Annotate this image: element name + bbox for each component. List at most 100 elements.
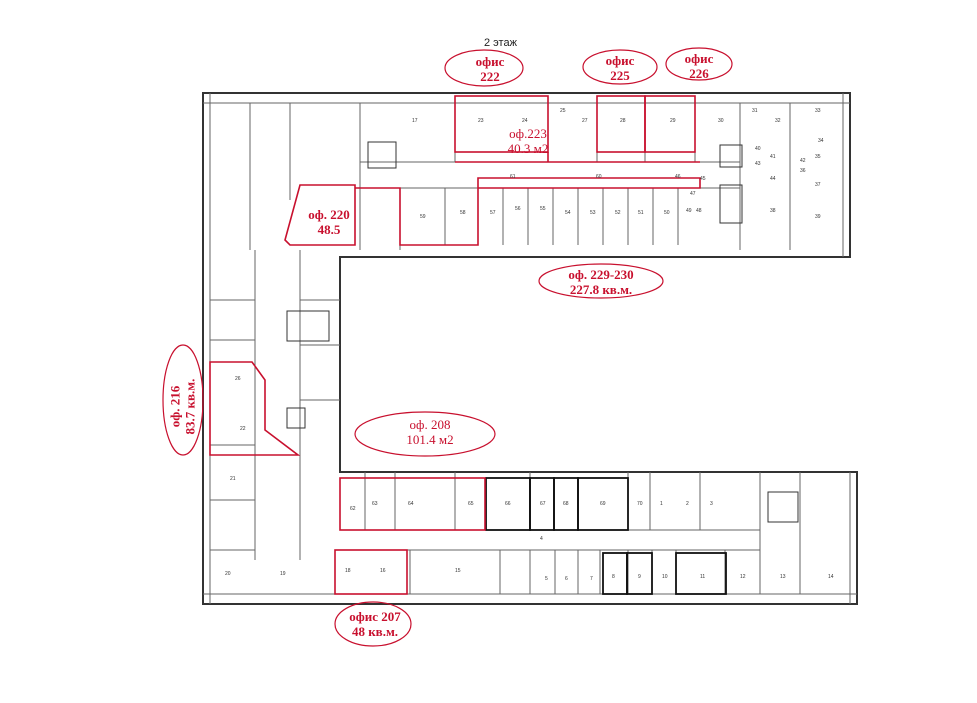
- office-223-label: оф.223 40.3 м2: [498, 126, 558, 156]
- room-number: 29: [670, 118, 676, 124]
- outer-walls: [202, 92, 858, 605]
- office-207-label: офис 207 48 кв.м.: [337, 609, 413, 639]
- room-number: 22: [240, 426, 246, 432]
- office-216-label: оф. 216 83.7 кв.м.: [167, 337, 197, 477]
- room-number: 2: [686, 501, 689, 507]
- office-223-outline: [454, 95, 549, 153]
- room-number: 26: [235, 376, 241, 382]
- office-216-outline: [209, 361, 301, 456]
- room-number: 57: [490, 210, 496, 216]
- room-number: 59: [420, 214, 426, 220]
- room-number: 50: [664, 210, 670, 216]
- room-number: 11: [700, 574, 705, 580]
- room-number: 38: [770, 208, 776, 214]
- room-number: 3: [710, 501, 713, 507]
- office-208-line1: оф. 208: [409, 417, 451, 432]
- highlighted-offices: [209, 95, 701, 595]
- room-number: 9: [638, 574, 641, 580]
- room-number: 37: [815, 182, 821, 188]
- room-number: 4: [540, 536, 543, 542]
- room-number: 43: [755, 161, 761, 167]
- room-number: 47: [690, 191, 696, 197]
- office-229-230-label: оф. 229-230 227.8 кв.м.: [540, 267, 662, 297]
- room-number: 20: [225, 571, 231, 577]
- office-222-label: офис 222: [455, 54, 525, 84]
- room-number: 44: [770, 176, 776, 182]
- office-207-line2: 48 кв.м.: [351, 623, 399, 639]
- office-216-line2: 83.7 кв.м.: [182, 378, 197, 435]
- stairs: [286, 141, 799, 523]
- office-226-line2: 226: [689, 65, 709, 81]
- room-number: 69: [600, 501, 606, 507]
- office-207-line1: офис 207: [349, 609, 401, 624]
- room-numbers: 17 23 24 25 27 28 29 30 31 32 33 34 35 3…: [225, 108, 834, 582]
- room-number: 62: [350, 506, 356, 512]
- office-223-line2: 40.3 м2: [507, 140, 549, 156]
- room-number: 6: [565, 576, 568, 582]
- room-number: 7: [590, 576, 593, 582]
- room-number: 30: [718, 118, 724, 124]
- office-220-outline: [284, 184, 356, 246]
- room-number: 53: [590, 210, 596, 216]
- room-number: 18: [345, 568, 351, 574]
- office-223-line1: оф.223: [509, 126, 547, 141]
- room-number: 41: [770, 154, 776, 160]
- room-number: 10: [662, 574, 668, 580]
- room-number: 15: [455, 568, 461, 574]
- room-number: 40: [755, 146, 761, 152]
- room-number: 25: [560, 108, 566, 114]
- room-number: 39: [815, 214, 821, 220]
- room-number: 23: [478, 118, 484, 124]
- room-number: 42: [800, 158, 806, 164]
- room-number: 16: [380, 568, 386, 574]
- office-220-line2: 48.5: [317, 221, 341, 237]
- room-number: 60: [596, 174, 602, 180]
- room-number: 58: [460, 210, 466, 216]
- office-220-line1: оф. 220: [308, 207, 350, 222]
- office-225-label: офис 225: [584, 53, 656, 83]
- room-number: 68: [563, 501, 569, 507]
- floor-title: 2 этаж: [484, 37, 517, 49]
- room-number: 63: [372, 501, 378, 507]
- room-number: 19: [280, 571, 286, 577]
- room-number: 13: [780, 574, 786, 580]
- room-number: 21: [230, 476, 236, 482]
- room-number: 67: [540, 501, 546, 507]
- room-number: 49: [686, 208, 692, 214]
- room-number: 24: [522, 118, 528, 124]
- office-208-line2: 101.4 м2: [406, 431, 454, 447]
- room-number: 54: [565, 210, 571, 216]
- office-208-outline: [339, 477, 486, 531]
- room-number: 1: [660, 501, 663, 507]
- office-226-outline: [644, 95, 696, 153]
- office-226-label: офис 226: [668, 51, 730, 81]
- room-number: 51: [638, 210, 644, 216]
- office-208-label: оф. 208 101.4 м2: [380, 417, 480, 447]
- room-number: 31: [752, 108, 758, 114]
- room-number: 56: [515, 206, 521, 212]
- room-number: 66: [505, 501, 511, 507]
- room-number: 52: [615, 210, 621, 216]
- office-222-line2: 222: [480, 68, 500, 84]
- office-229-outline: [355, 177, 701, 246]
- dark-offices: [485, 477, 727, 595]
- room-number: 55: [540, 206, 546, 212]
- office-220-label: оф. 220 48.5: [300, 207, 358, 237]
- office-225-line1: офис: [605, 53, 635, 68]
- room-number: 48: [696, 208, 702, 214]
- room-number: 5: [545, 576, 548, 582]
- room-number: 27: [582, 118, 588, 124]
- room-number: 34: [818, 138, 824, 144]
- room-number: 8: [612, 574, 615, 580]
- room-number: 14: [828, 574, 834, 580]
- office-225-line2: 225: [610, 67, 630, 83]
- room-number: 33: [815, 108, 821, 114]
- room-number: 32: [775, 118, 781, 124]
- office-225-outline: [596, 95, 646, 153]
- office-222-line1: офис: [475, 54, 505, 69]
- office-207-outline: [334, 549, 408, 595]
- room-number: 28: [620, 118, 626, 124]
- room-number: 17: [412, 118, 418, 124]
- room-number: 36: [800, 168, 806, 174]
